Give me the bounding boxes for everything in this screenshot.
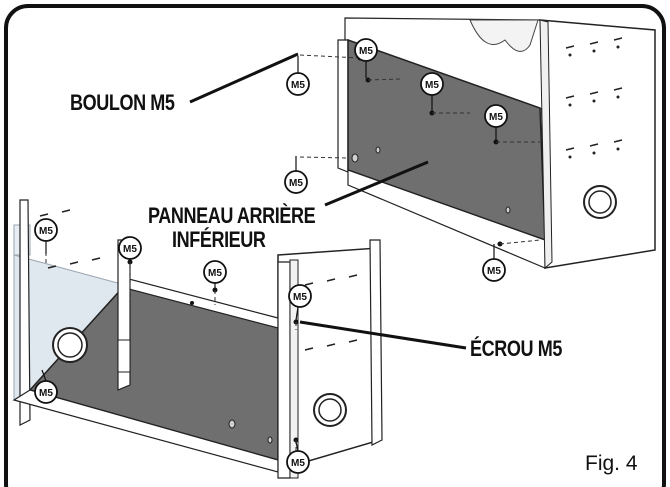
m5-tag-text: M5 [489, 112, 503, 123]
panel-leader-line [324, 160, 429, 207]
m5-tag-text: M5 [359, 46, 373, 57]
upper-cabinet-interior-shape [469, 19, 539, 52]
figure-number-label: Fig. 4 [585, 452, 638, 475]
m5-tag: M5 [420, 72, 444, 112]
m5-tag-text: M5 [293, 292, 307, 303]
m5-tag: M5 [286, 56, 310, 96]
upper-cabinet-right-flange [539, 19, 553, 270]
nut-leader-line [299, 320, 467, 350]
m5-tag-text: M5 [487, 266, 501, 277]
m5-tag: M5 [284, 156, 308, 194]
panel-callout-label-line1: PANNEAU ARRIÈRE [148, 203, 316, 228]
lower-cabinet-right-post-b [289, 259, 299, 479]
m5-tag: M5 [34, 218, 58, 254]
m5-tag: M5 [203, 260, 227, 288]
upper-bolt-paths [299, 54, 541, 245]
panel-callout-label-line2: INFÉRIEUR [172, 227, 266, 252]
m5-tag-text: M5 [291, 80, 305, 91]
m5-tag: M5 [118, 236, 142, 262]
m5-tag: M5 [288, 284, 312, 321]
m5-tag: M5 [354, 38, 378, 78]
nut-callout-label: ÉCROU M5 [470, 336, 562, 361]
figure-border [4, 4, 666, 487]
lower-cabinet [12, 199, 383, 479]
m5-tag-text: M5 [39, 388, 53, 399]
lower-cabinet-far-post [369, 239, 383, 446]
lower-cabinet-side-slots [39, 209, 358, 351]
bolt-callout-label: BOULON M5 [70, 90, 175, 115]
m5-tag-text: M5 [289, 178, 303, 189]
m5-tag-text: M5 [208, 268, 222, 279]
m5-tag: M5 [482, 244, 506, 282]
lower-cabinet-right-post-a [277, 261, 291, 479]
m5-tag-text: M5 [39, 226, 53, 237]
lower-cabinet-left-wall [19, 199, 31, 426]
m5-tag-text: M5 [123, 244, 137, 255]
m5-tag-text: M5 [425, 80, 439, 91]
upper-cabinet-left-flange [337, 39, 349, 173]
hardware-tags: M5 M5 M5 M5 M5 M5 M5 M5 [34, 38, 508, 474]
m5-tag: M5 [484, 104, 508, 142]
m5-tag-text: M5 [291, 458, 305, 469]
leader-lines [189, 52, 467, 350]
bolt-leader-line [189, 52, 299, 104]
m5-tag: M5 [34, 369, 58, 404]
upper-cabinet-side-slots [565, 37, 623, 151]
m5-tag: M5 [286, 441, 310, 474]
upper-cabinet [299, 17, 656, 270]
